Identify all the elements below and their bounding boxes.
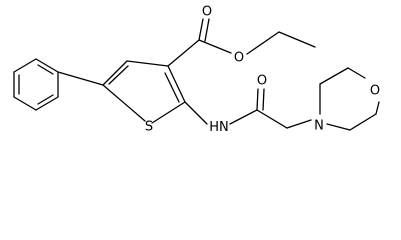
ethyl-ester-group xyxy=(167,18,316,67)
thiophene-ring xyxy=(102,60,186,124)
ester-ether-oxygen-label: O xyxy=(234,51,244,66)
morpholine-oxygen-label: O xyxy=(370,84,380,99)
amide-oxygen-label: O xyxy=(257,74,267,89)
chemical-structure-diagram: O O S HN O N O xyxy=(13,5,380,135)
thiophene-sulfur-label: S xyxy=(145,120,153,135)
morpholine-nitrogen-label: N xyxy=(314,119,324,134)
amide-nitrogen-label: N xyxy=(219,120,229,135)
morpholine-ring xyxy=(319,67,380,131)
phenyl-thiophene-bond xyxy=(57,71,104,86)
amide-side-chain xyxy=(184,88,312,129)
amide-hydrogen-label: H xyxy=(209,120,219,135)
phenyl-ring xyxy=(13,58,59,111)
ester-carbonyl-oxygen-label: O xyxy=(202,5,212,20)
amide-hn-label: HN xyxy=(209,120,229,135)
atom-labels: O O S HN O N O xyxy=(145,5,380,135)
